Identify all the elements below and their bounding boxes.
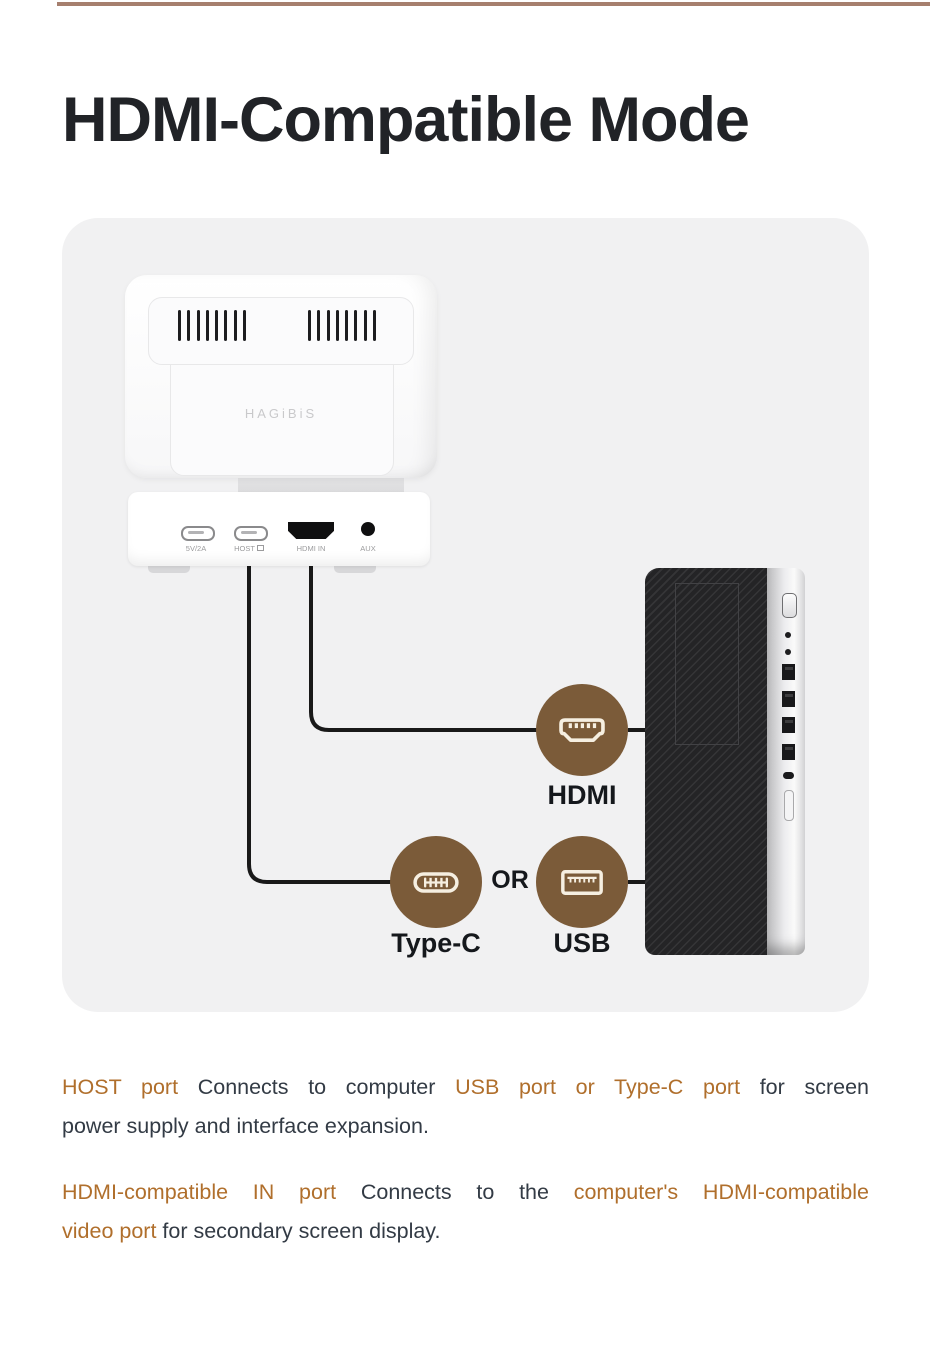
hdmi-connector-icon <box>559 717 605 742</box>
usb-label: USB <box>553 928 611 958</box>
diagram-card: HAGiBiS 5V/2A HOST HDMI IN AUX HDMI <box>62 218 869 1012</box>
usb-a-connector-icon <box>561 869 603 895</box>
hdmi-badge <box>536 684 628 776</box>
vent-grille-icon <box>308 310 377 341</box>
highlight-segment: HOST port <box>62 1075 179 1099</box>
paragraph-line: video port for secondary screen display. <box>62 1212 869 1251</box>
port-label-hdmi-in: HDMI IN <box>296 544 326 553</box>
top-divider <box>57 2 930 6</box>
text-segment: Connects to computer <box>178 1075 456 1099</box>
description-section: HOST port Connects to computer USB port … <box>62 1068 869 1278</box>
usb-c-connector-icon <box>413 871 459 893</box>
tower-usb-port <box>782 691 795 707</box>
port-label-host: HOST <box>217 544 281 553</box>
tower-side-panel <box>767 568 805 955</box>
port-label-aux: AUX <box>360 544 376 553</box>
highlight-segment: USB port or Type-C port <box>455 1075 741 1099</box>
port-label-5v2a: 5V/2A <box>185 544 207 553</box>
usb-badge <box>536 836 628 928</box>
tower-usb-port <box>782 717 795 733</box>
display-icon <box>256 545 264 551</box>
paragraph-hdmi-in-port: HDMI-compatible IN port Connects to the … <box>62 1173 869 1251</box>
tower-card-slot <box>784 790 794 821</box>
tower-usb-port <box>782 664 795 680</box>
aux-port <box>361 522 375 536</box>
highlight-segment: computer's HDMI-compatible <box>573 1180 869 1204</box>
paragraph-host-port: HOST port Connects to computer USB port … <box>62 1068 869 1146</box>
dock-foot <box>334 565 376 573</box>
tower-usb-port <box>782 744 795 760</box>
tower-usb-c-port <box>783 772 794 779</box>
vent-grille-icon <box>178 310 247 341</box>
text-segment: for screen <box>740 1075 869 1099</box>
type-c-badge <box>390 836 482 928</box>
brand-label: HAGiBiS <box>244 406 318 421</box>
text-segment: for secondary screen display. <box>156 1219 441 1243</box>
dock-foot <box>148 565 190 573</box>
paragraph-line: HOST port Connects to computer USB port … <box>62 1068 869 1107</box>
text-segment: Connects to the <box>336 1180 574 1204</box>
tower-door-outline <box>675 583 739 745</box>
hdmi-in-port <box>288 522 334 539</box>
power-button-icon <box>782 593 797 618</box>
audio-jack-icon <box>785 632 791 638</box>
or-label: OR <box>491 866 529 894</box>
paragraph-line: HDMI-compatible IN port Connects to the … <box>62 1173 869 1212</box>
usb-c-port-5v <box>181 526 215 541</box>
page-title: HDMI-Compatible Mode <box>62 85 750 155</box>
paragraph-line: power supply and interface expansion. <box>62 1107 869 1146</box>
highlight-segment: video port <box>62 1219 157 1243</box>
tower-mesh-panel <box>645 568 767 955</box>
hdmi-label: HDMI <box>547 780 617 810</box>
text-segment: power supply and interface expansion. <box>62 1114 429 1138</box>
type-c-label: Type-C <box>391 928 481 958</box>
dock-base <box>128 492 430 566</box>
highlight-segment: HDMI-compatible IN port <box>62 1180 337 1204</box>
usb-c-port-host <box>234 526 268 541</box>
audio-jack-icon <box>785 649 791 655</box>
computer-tower <box>645 568 805 955</box>
connection-lines <box>247 552 646 884</box>
monitor-recess-band <box>148 297 414 365</box>
